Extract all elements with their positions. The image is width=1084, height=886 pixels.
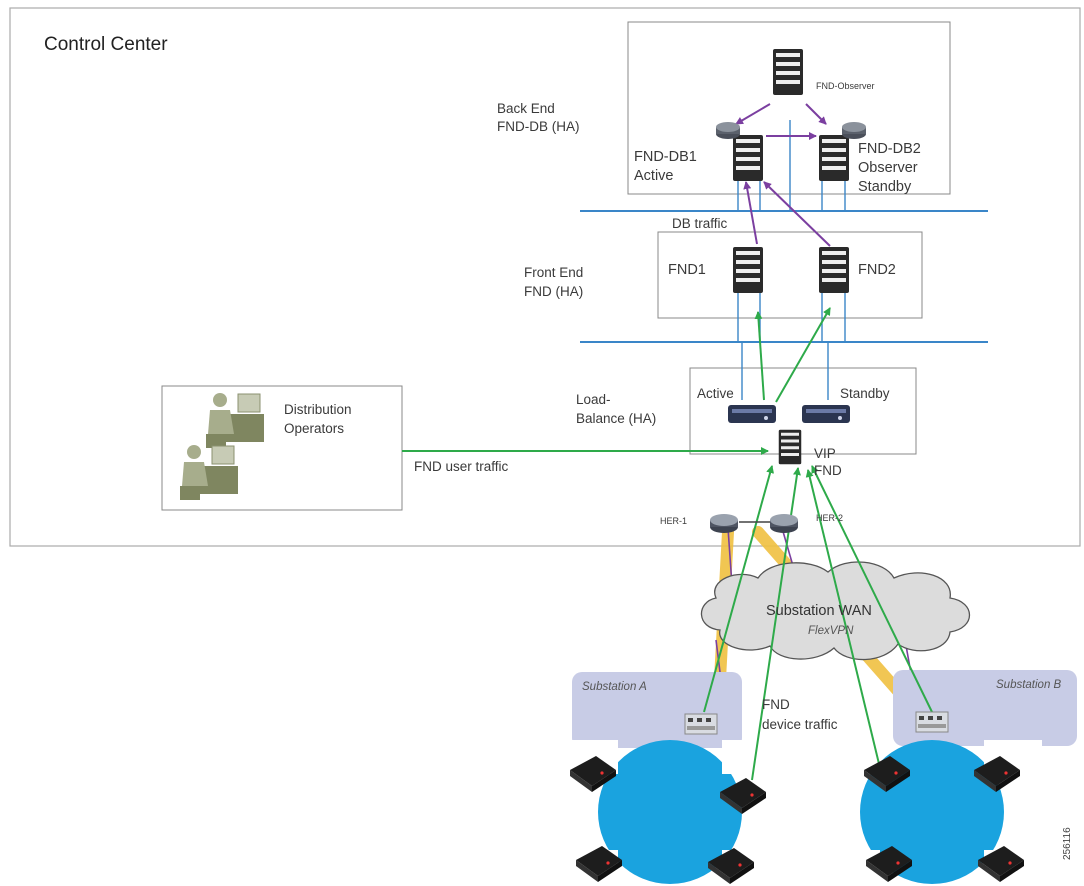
- db-replication-arrows: [735, 103, 831, 247]
- fnd-observer-label: FND-Observer: [816, 81, 875, 91]
- fnd-db2-server: [819, 135, 849, 181]
- her1-label: HER-1: [660, 516, 688, 526]
- standby-load-balancer: [802, 405, 850, 423]
- db2-disk-icon: [842, 122, 866, 139]
- vip-server: [778, 429, 802, 465]
- back-end-label-2: FND-DB (HA): [497, 119, 580, 134]
- load-balance-label-2: Balance (HA): [576, 411, 657, 426]
- standby-label: Standby: [840, 386, 890, 401]
- operators-label-2: Operators: [284, 421, 345, 436]
- fnd2-label: FND2: [858, 262, 896, 278]
- front-end-box: [657, 231, 923, 319]
- her2-label: HER-2: [816, 513, 844, 523]
- fnd-db1-state: Active: [634, 168, 674, 184]
- front-end-label-2: FND (HA): [524, 284, 584, 299]
- fnd1-label: FND1: [668, 262, 706, 278]
- user-traffic-label: FND user traffic: [414, 459, 509, 474]
- active-label: Active: [697, 386, 734, 401]
- front-end-label-1: Front End: [524, 265, 584, 280]
- operators-label-1: Distribution: [284, 402, 352, 417]
- fnd-db2-label: FND-DB2: [858, 141, 921, 157]
- fnd-db2-role: Observer: [858, 160, 918, 176]
- fnd-db1-label: FND-DB1: [634, 149, 697, 165]
- load-balance-label-1: Load-: [576, 392, 611, 407]
- wan-label: Substation WAN: [766, 603, 872, 619]
- fnd1-server: [733, 247, 763, 293]
- active-load-balancer: [728, 405, 776, 423]
- substation-b-switch: [915, 711, 949, 733]
- figure-id: 256116: [1062, 827, 1073, 860]
- substation-a-switch: [684, 713, 718, 735]
- fnd-observer-server: [773, 49, 803, 95]
- device-traffic-label-1: FND: [762, 697, 790, 712]
- fnd-db2-state: Standby: [858, 179, 912, 195]
- substation-b-label: Substation B: [996, 679, 1062, 691]
- db1-disk-icon: [716, 122, 740, 139]
- db-traffic-label: DB traffic: [672, 216, 728, 231]
- device-cluster-a: [598, 740, 742, 884]
- wan-cloud: [700, 561, 970, 661]
- fnd2-server: [819, 247, 849, 293]
- back-end-label-1: Back End: [497, 101, 555, 116]
- wan-sub-label: FlexVPN: [808, 625, 854, 637]
- device-traffic-label-2: device traffic: [762, 717, 838, 732]
- control-center-title: Control Center: [44, 34, 168, 55]
- vip-label-2: FND: [814, 463, 842, 478]
- fnd-db1-server: [733, 135, 763, 181]
- vip-label-1: VIP: [814, 446, 836, 461]
- her1-router: [710, 514, 738, 533]
- substation-a-label: Substation A: [582, 681, 647, 693]
- her2-router: [770, 514, 798, 533]
- control-center-frame: [9, 7, 1081, 547]
